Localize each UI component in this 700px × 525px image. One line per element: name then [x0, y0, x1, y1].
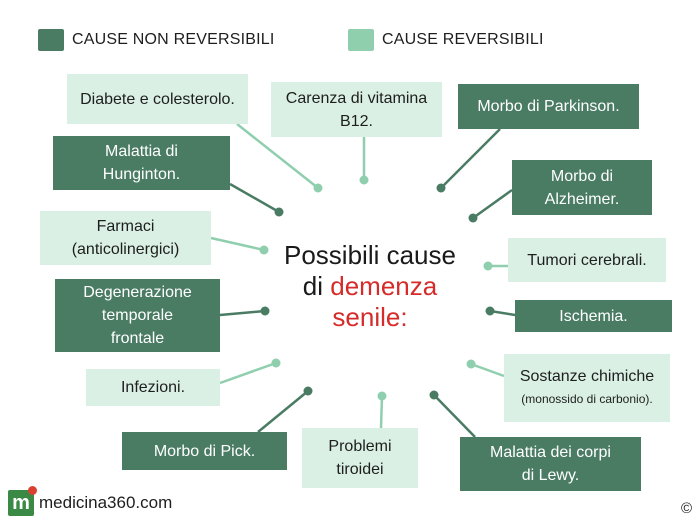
connector-parkinson	[440, 128, 501, 189]
center-title-line1: Possibili cause	[284, 240, 456, 270]
connector-dot-farmaci	[259, 245, 269, 255]
connector-dot-vitamina	[359, 175, 369, 185]
connector-dot-lewy	[429, 390, 439, 400]
cause-alzheimer: Morbo di Alzheimer.	[512, 160, 652, 215]
connector-farmaci	[210, 236, 265, 252]
brand-name: medicina360.com	[39, 493, 173, 512]
farmaci-sublabel: (anticolinergici)	[71, 241, 180, 258]
connector-dot-sostanze	[466, 359, 476, 369]
connector-alzheimer	[472, 188, 513, 220]
connector-pick	[257, 390, 309, 433]
legend-label-reversible: CAUSE REVERSIBILI	[382, 31, 544, 48]
cause-pick: Morbo di Pick.	[122, 432, 287, 470]
cause-vitamina-b12: Carenza di vitamina B12.	[271, 82, 442, 137]
cause-tumori: Tumori cerebrali.	[508, 238, 666, 282]
cause-ischemia: Ischemia.	[515, 300, 672, 332]
connector-dot-infezioni	[271, 358, 281, 368]
connector-dot-pick	[303, 386, 313, 396]
cause-diabete: Diabete e colesterolo.	[67, 74, 248, 124]
connector-lewy	[433, 394, 476, 438]
copyright-symbol: ©	[680, 500, 692, 517]
brand-logo-dot	[28, 486, 37, 495]
connector-dot-diabete	[313, 183, 323, 193]
connector-tiroidei	[379, 395, 384, 429]
connector-infezioni	[219, 361, 277, 385]
connector-dot-tiroidei	[377, 391, 387, 401]
connector-dot-hunginton	[274, 207, 284, 217]
center-title-line3: senile:	[332, 302, 408, 332]
sostanze-sublabel: (monossido di carbonio).	[521, 392, 653, 406]
brand-logo[interactable]: m medicina360.com	[8, 486, 173, 516]
cause-degenerazione: Degenerazione temporale frontale	[55, 279, 220, 352]
connector-dot-alzheimer	[468, 213, 478, 223]
brand-logo-mark: m	[8, 486, 37, 516]
connector-hunginton	[229, 182, 280, 214]
cause-hunginton: Malattia di Hunginton.	[53, 136, 230, 190]
legend-label-non-reversible: CAUSE NON REVERSIBILI	[72, 31, 275, 48]
center-title-prefix: di	[302, 271, 331, 301]
center-title-line2: di demenza	[270, 271, 470, 302]
cause-lewy: Malattia dei corpi di Lewy.	[460, 437, 641, 491]
connector-dot-ischemia	[485, 306, 495, 316]
cause-tiroidei: Problemi tiroidei	[302, 428, 418, 488]
legend-swatch-non-reversible	[38, 29, 64, 51]
sostanze-label: Sostanze chimiche	[519, 368, 655, 385]
cause-farmaci: Farmaci (anticolinergici)	[40, 211, 211, 265]
connector-degenerazione	[219, 309, 266, 317]
connector-diabete	[236, 123, 319, 189]
center-title-highlight: demenza	[330, 271, 438, 301]
connector-dot-tumori	[483, 261, 493, 271]
legend-swatch-reversible	[348, 29, 374, 51]
cause-parkinson: Morbo di Parkinson.	[458, 84, 639, 129]
connector-dot-degenerazione	[260, 306, 270, 316]
connector-sostanze	[470, 362, 505, 378]
center-title: Possibili cause di demenza senile:	[270, 240, 470, 333]
cause-sostanze: Sostanze chimiche (monossido di carbonio…	[504, 354, 670, 422]
cause-infezioni: Infezioni.	[86, 369, 220, 406]
farmaci-label: Farmaci	[96, 218, 155, 235]
connector-dot-parkinson	[436, 183, 446, 193]
